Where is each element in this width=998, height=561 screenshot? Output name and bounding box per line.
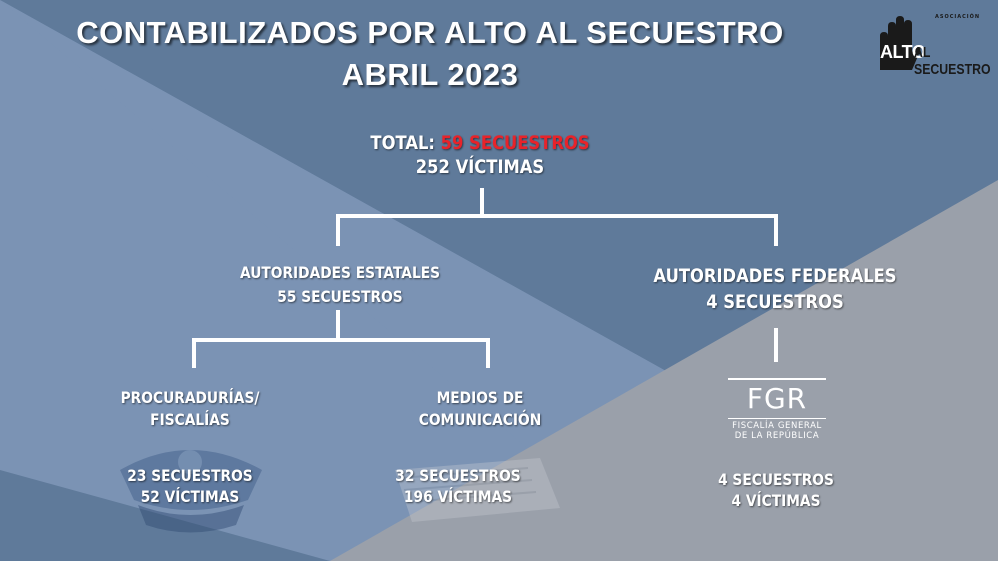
procuradurias-secuestros: 23 SECUESTROS bbox=[127, 466, 253, 485]
fgr-letters: FGR bbox=[746, 382, 808, 415]
medios-victimas: 196 VÍCTIMAS bbox=[403, 486, 513, 506]
total-line: TOTAL: 59 SECUESTROS bbox=[351, 132, 609, 156]
logo-asociacion-text: ASOCIACIÓN bbox=[935, 14, 981, 20]
total-node: TOTAL: 59 SECUESTROS 252 VÍCTIMAS bbox=[351, 132, 609, 180]
procuradurias-label-2: FISCALÍAS bbox=[150, 410, 230, 430]
fgr-sub-2: DE LA REPÚBLICA bbox=[734, 431, 820, 441]
procuradurias-node: PROCURADURÍAS/ FISCALÍAS bbox=[104, 387, 276, 432]
fgr-stats: 4 SECUESTROS 4 VÍCTIMAS bbox=[690, 470, 862, 512]
procuradurias-label-1: PROCURADURÍAS/ bbox=[120, 388, 260, 407]
fgr-secuestros: 4 SECUESTROS bbox=[718, 470, 834, 489]
federales-node: AUTORIDADES FEDERALES 4 SECUESTROS bbox=[633, 264, 917, 315]
fgr-sub-1: FISCALÍA GENERAL bbox=[732, 421, 822, 431]
fgr-victimas: 4 VÍCTIMAS bbox=[731, 490, 821, 510]
medios-secuestros: 32 SECUESTROS bbox=[395, 466, 521, 485]
procuradurias-victimas: 52 VÍCTIMAS bbox=[140, 486, 240, 506]
total-victimas: 252 VÍCTIMAS bbox=[415, 155, 545, 178]
logo-alto-text: ALTO bbox=[880, 42, 926, 62]
total-label: TOTAL: bbox=[370, 132, 435, 154]
police-cap-icon bbox=[120, 450, 262, 533]
newspaper-icon bbox=[395, 458, 560, 522]
estatales-secuestros: 55 SECUESTROS bbox=[277, 287, 403, 306]
federales-secuestros: 4 SECUESTROS bbox=[706, 290, 844, 313]
medios-node: MEDIOS DE COMUNICACIÓN bbox=[394, 387, 566, 432]
fgr-top-rule bbox=[728, 378, 826, 380]
title-line2: ABRIL 2023 bbox=[341, 57, 519, 92]
total-secuestros: 59 SECUESTROS bbox=[440, 132, 590, 154]
fgr-mid-rule bbox=[728, 418, 826, 419]
logo-al-secuestro-text: AL SECUESTRO bbox=[914, 44, 991, 78]
raised-hand-icon bbox=[880, 16, 921, 70]
medios-label-1: MEDIOS DE bbox=[436, 388, 524, 407]
procuradurias-stats: 23 SECUESTROS 52 VÍCTIMAS bbox=[104, 466, 276, 508]
federales-label: AUTORIDADES FEDERALES bbox=[653, 265, 897, 287]
medios-label-2: COMUNICACIÓN bbox=[418, 410, 542, 430]
estatales-node: AUTORIDADES ESTATALES 55 SECUESTROS bbox=[211, 261, 469, 309]
title-line1: CONTABILIZADOS POR ALTO AL SECUESTRO bbox=[76, 15, 784, 50]
estatales-label: AUTORIDADES ESTATALES bbox=[239, 263, 441, 282]
medios-stats: 32 SECUESTROS 196 VÍCTIMAS bbox=[372, 466, 544, 508]
